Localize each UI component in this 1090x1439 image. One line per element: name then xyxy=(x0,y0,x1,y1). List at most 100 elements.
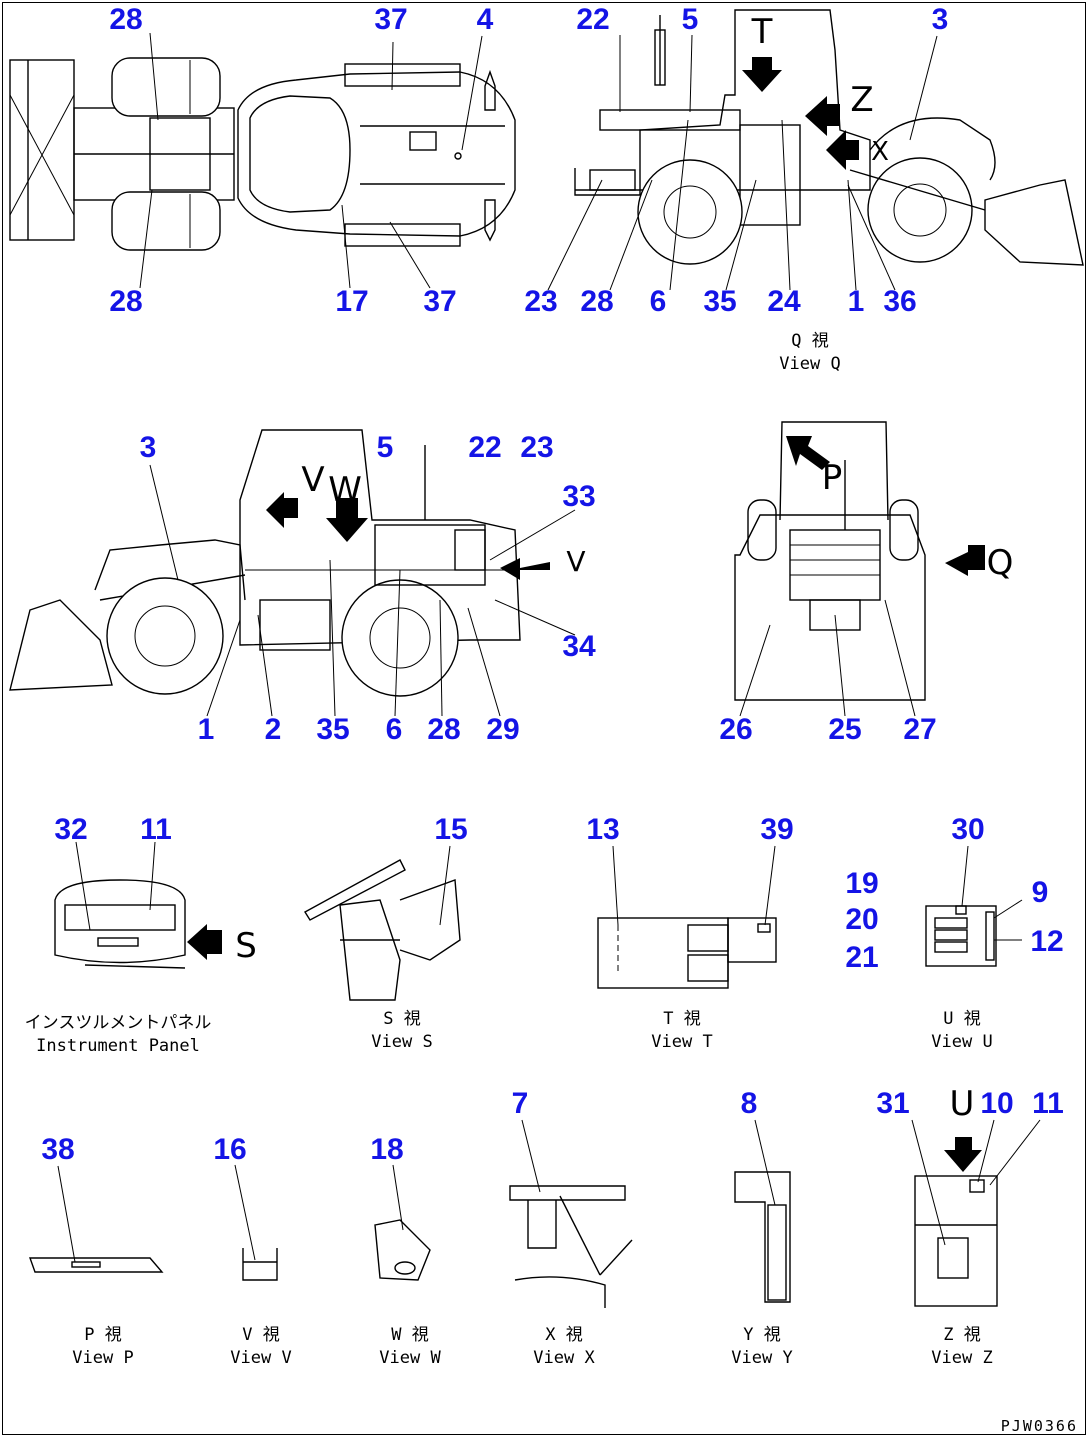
caption-view-w-en: View W xyxy=(379,1347,441,1368)
caption-view-z-en: View Z xyxy=(931,1347,993,1368)
caption-view-p: P 視 View P xyxy=(72,1324,133,1370)
caption-view-t-ja: T 視 xyxy=(663,1009,701,1029)
callout-q-5: 5 xyxy=(681,3,699,36)
caption-view-x-ja: X 視 xyxy=(545,1325,583,1345)
callout-side-23: 23 xyxy=(520,431,554,464)
callout-rear-25: 25 xyxy=(828,713,862,746)
callout-side-28: 28 xyxy=(427,713,461,746)
callout-side-1: 1 xyxy=(197,713,215,746)
callout-z-11: 11 xyxy=(1032,1087,1064,1120)
callout-plan-28-bottom: 28 xyxy=(109,285,143,318)
caption-view-u: U 視 View U xyxy=(931,1008,992,1054)
view-x-drawing xyxy=(509,1185,633,1308)
view-z-drawing xyxy=(914,1137,998,1307)
callout-q-1: 1 xyxy=(847,285,865,318)
callout-x-7: 7 xyxy=(511,1087,529,1120)
callout-q-6: 6 xyxy=(649,285,667,318)
caption-view-y: Y 視 View Y xyxy=(731,1324,792,1370)
view-letter-v: V xyxy=(301,460,325,500)
view-v-drawing xyxy=(242,1248,278,1281)
callout-p-38: 38 xyxy=(41,1133,75,1166)
view-letter-q: Q xyxy=(986,543,1014,583)
caption-view-p-ja: P 視 xyxy=(84,1325,122,1345)
callout-side-3: 3 xyxy=(139,431,157,464)
view-p-drawing xyxy=(29,1257,164,1273)
leader-lines xyxy=(57,32,1041,1263)
caption-view-y-en: View Y xyxy=(731,1347,793,1368)
caption-view-q-en: View Q xyxy=(779,353,841,374)
instrument-panel-drawing xyxy=(54,879,222,969)
view-letter-z: Z xyxy=(850,80,874,120)
caption-view-z: Z 視 View Z xyxy=(931,1324,992,1370)
callout-side-35: 35 xyxy=(316,713,350,746)
callout-rear-27: 27 xyxy=(903,713,937,746)
caption-view-s-ja: S 視 xyxy=(383,1009,421,1029)
view-y-drawing xyxy=(734,1171,791,1303)
view-t-drawing xyxy=(597,917,777,989)
caption-view-u-ja: U 視 xyxy=(943,1009,981,1029)
caption-view-x-en: View X xyxy=(533,1347,595,1368)
callout-q-24: 24 xyxy=(767,285,801,318)
view-letter-p: P xyxy=(821,458,843,498)
callout-side-33: 33 xyxy=(562,480,596,513)
callout-rear-26: 26 xyxy=(719,713,753,746)
callout-side-2: 2 xyxy=(264,713,282,746)
caption-view-w: W 視 View W xyxy=(379,1324,440,1370)
caption-view-x: X 視 View X xyxy=(533,1324,594,1370)
callout-u-9: 9 xyxy=(1031,876,1049,909)
caption-view-q-ja: Q 視 xyxy=(791,331,829,351)
callout-side-6: 6 xyxy=(385,713,403,746)
callout-side-34: 34 xyxy=(562,630,596,663)
caption-view-t-en: View T xyxy=(651,1031,713,1052)
callout-u-12: 12 xyxy=(1030,925,1064,958)
caption-view-z-ja: Z 視 xyxy=(943,1325,981,1345)
caption-view-s: S 視 View S xyxy=(371,1008,432,1054)
callout-w-18: 18 xyxy=(370,1133,404,1166)
callout-u-30: 30 xyxy=(951,813,985,846)
view-letter-u: U xyxy=(949,1084,975,1124)
callout-q-22: 22 xyxy=(576,3,610,36)
caption-view-p-en: View P xyxy=(72,1347,134,1368)
callout-q-28: 28 xyxy=(580,285,614,318)
callout-u-21: 21 xyxy=(845,941,879,974)
callout-plan-37-bottom: 37 xyxy=(423,285,457,318)
caption-view-u-en: View U xyxy=(931,1031,993,1052)
view-letter-w: W xyxy=(328,470,362,510)
view-letter-s: S xyxy=(235,926,257,966)
caption-instrument-panel-en: Instrument Panel xyxy=(36,1035,200,1056)
caption-instrument-panel-ja: インスツルメントパネル xyxy=(24,1013,212,1033)
callout-z-31: 31 xyxy=(876,1087,910,1120)
callout-ip-11: 11 xyxy=(140,813,172,846)
caption-view-w-ja: W 視 xyxy=(391,1325,429,1345)
view-w-drawing xyxy=(374,1219,431,1281)
callout-q-36: 36 xyxy=(883,285,917,318)
view-letter-t: T xyxy=(751,12,773,52)
caption-view-q: Q 視 View Q xyxy=(779,330,840,376)
view-u-drawing xyxy=(925,905,997,967)
callout-ip-32: 32 xyxy=(54,813,88,846)
callout-t-39: 39 xyxy=(760,813,794,846)
caption-view-t: T 視 View T xyxy=(651,1008,712,1054)
callout-s-15: 15 xyxy=(434,813,468,846)
callout-q-23: 23 xyxy=(524,285,558,318)
callout-side-29: 29 xyxy=(486,713,520,746)
callout-plan-28-top: 28 xyxy=(109,3,143,36)
callout-q-35: 35 xyxy=(703,285,737,318)
callout-side-5: 5 xyxy=(376,431,394,464)
caption-instrument-panel: インスツルメントパネル Instrument Panel xyxy=(25,1012,212,1058)
view-q-drawing xyxy=(574,9,1084,266)
callout-q-3: 3 xyxy=(931,3,949,36)
caption-view-v: V 視 View V xyxy=(230,1324,291,1370)
callout-plan-4: 4 xyxy=(476,3,494,36)
callout-plan-37-top: 37 xyxy=(374,3,408,36)
drawing-code: PJW0366 xyxy=(1000,1417,1078,1435)
callout-plan-17: 17 xyxy=(335,285,369,318)
callout-side-22: 22 xyxy=(468,431,502,464)
caption-view-v-en: View V xyxy=(230,1347,292,1368)
view-letter-x: X xyxy=(871,137,889,167)
callout-t-13: 13 xyxy=(586,813,620,846)
side-view-drawing xyxy=(9,429,550,697)
